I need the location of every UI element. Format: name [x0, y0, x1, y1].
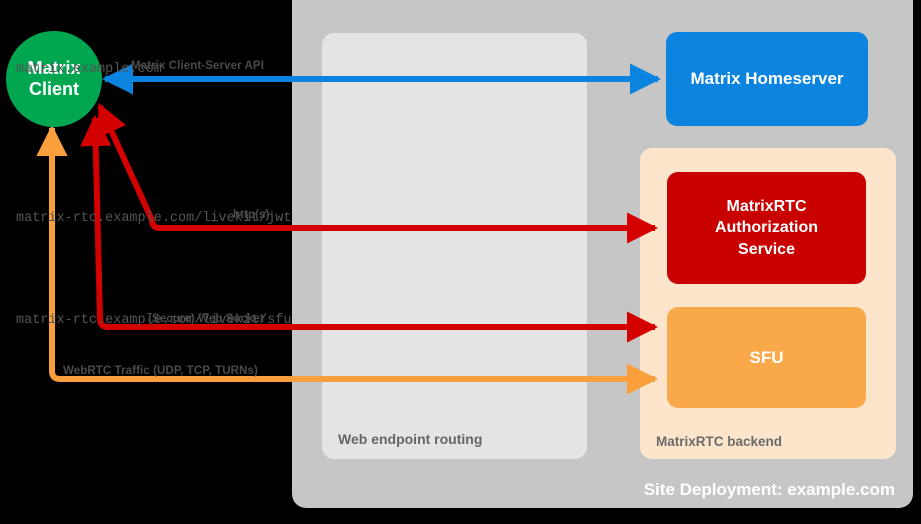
connection-label-http-s: http(s) — [233, 209, 270, 221]
node-matrix-homeserver[interactable]: Matrix Homeserver — [666, 32, 868, 126]
connection-label-matrix-client-server-api: Matrix Client-Server API — [131, 60, 264, 72]
node-auth-line2: Authorization — [714, 219, 819, 237]
node-matrix-client[interactable]: Matrix Client — [6, 31, 102, 127]
node-sfu[interactable]: SFU — [667, 307, 866, 408]
node-matrix-homeserver-label: Matrix Homeserver — [690, 69, 844, 88]
connection-http-s — [97, 103, 659, 244]
matrixrtc-backend-label: MatrixRTC backend — [656, 434, 783, 449]
connection-webrtc-traffic — [36, 124, 659, 395]
node-matrix-client-line1: Matrix — [27, 58, 81, 79]
node-auth-line1: MatrixRTC — [726, 197, 807, 215]
connection-secure-web-socket — [80, 114, 659, 343]
node-auth-line3: Service — [738, 240, 795, 258]
node-matrixrtc-authorization-service[interactable]: MatrixRTC Authorization Service — [667, 172, 866, 284]
connection-label-webrtc-traffic: WebRTC Traffic (UDP, TCP, TURNs) — [63, 365, 258, 377]
web-endpoint-routing-label: Web endpoint routing — [338, 431, 483, 447]
site-deployment-label: Site Deployment: example.com — [643, 480, 895, 499]
node-matrix-client-line2: Client — [28, 79, 79, 99]
connection-label-secure-web-socket: (Secure) Web Socket — [148, 313, 265, 325]
node-sfu-label: SFU — [749, 347, 784, 367]
